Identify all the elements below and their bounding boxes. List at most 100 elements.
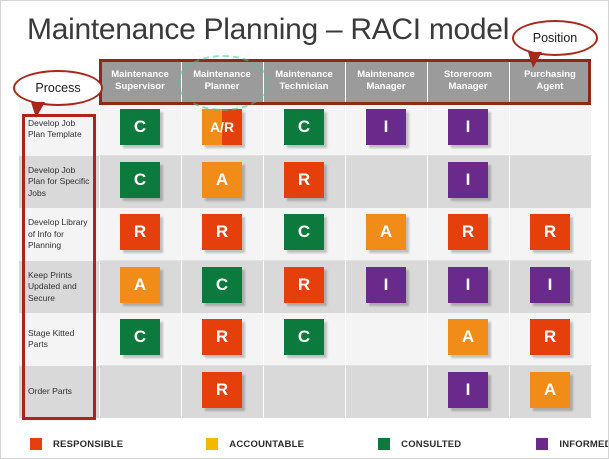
role-chip-r: R xyxy=(284,161,324,198)
raci-cell-r3-c3[interactable]: I xyxy=(344,260,428,313)
legend-swatch-accountable xyxy=(206,438,219,450)
raci-matrix: Maintenance Supervisor Maintenance Plann… xyxy=(19,59,592,427)
role-chip-label: I xyxy=(465,116,471,136)
raci-cell-r4-c2[interactable]: C xyxy=(262,313,346,366)
raci-cell-r2-c4[interactable]: R xyxy=(426,208,510,261)
raci-cell-r0-c4[interactable]: I xyxy=(426,103,510,156)
raci-cell-r5-c2[interactable] xyxy=(262,365,346,418)
raci-cell-r4-c1[interactable]: R xyxy=(180,313,264,366)
raci-cell-r4-c0[interactable]: C xyxy=(98,313,182,366)
raci-cell-r5-c4[interactable]: I xyxy=(426,365,510,418)
legend-label: RESPONSIBLE xyxy=(53,438,124,450)
role-chip-label: R xyxy=(215,379,229,399)
callout-position-label: Position xyxy=(532,31,578,45)
role-chip-c: C xyxy=(284,213,324,250)
raci-cell-r0-c2[interactable]: C xyxy=(262,103,346,156)
role-chip-label: R xyxy=(461,221,475,241)
raci-cell-r3-c0[interactable]: A xyxy=(98,260,182,313)
role-chip-label: A/R xyxy=(209,118,235,135)
raci-cell-r1-c1[interactable]: A xyxy=(180,155,264,208)
row-label-2[interactable]: Develop Library of Info for Planning xyxy=(19,208,99,261)
legend-label: ACCOUNTABLE xyxy=(229,438,305,450)
raci-cell-r3-c5[interactable]: I xyxy=(508,260,592,313)
raci-cell-r5-c1[interactable]: R xyxy=(180,365,264,418)
role-chip-i: I xyxy=(366,108,406,145)
callout-process-label: Process xyxy=(35,81,81,95)
role-chip-c: C xyxy=(202,266,242,303)
raci-cell-r5-c3[interactable] xyxy=(344,365,428,418)
raci-cell-r1-c4[interactable]: I xyxy=(426,155,510,208)
row-label-1[interactable]: Develop Job Plan for Specific Jobs xyxy=(19,155,99,208)
legend-label: INFORMED xyxy=(559,438,609,450)
role-chip-label: I xyxy=(465,379,471,399)
role-chip-label: C xyxy=(297,116,311,136)
role-chip-c: C xyxy=(120,161,160,198)
column-header-purchasing-agent[interactable]: Purchasing Agent xyxy=(508,59,592,103)
legend-item-responsible: RESPONSIBLE xyxy=(30,438,123,450)
raci-cell-r3-c4[interactable]: I xyxy=(426,260,510,313)
role-chip-label: A xyxy=(461,326,475,346)
page-title: Maintenance Planning – RACI model xyxy=(27,13,510,46)
row-label-3[interactable]: Keep Prints Updated and Secure xyxy=(19,260,99,313)
column-header-maintenance-planner[interactable]: Maintenance Planner xyxy=(180,59,264,103)
role-chip-c: C xyxy=(120,108,160,145)
raci-cell-r0-c0[interactable]: C xyxy=(98,103,182,156)
role-chip-label: C xyxy=(133,326,147,346)
raci-cell-r4-c3[interactable] xyxy=(344,313,428,366)
role-chip-label: R xyxy=(297,169,311,189)
raci-cell-r2-c5[interactable]: R xyxy=(508,208,592,261)
raci-cell-r2-c3[interactable]: A xyxy=(344,208,428,261)
raci-cell-r1-c3[interactable] xyxy=(344,155,428,208)
role-chip-a: A xyxy=(448,318,488,355)
raci-cell-r3-c2[interactable]: R xyxy=(262,260,346,313)
raci-cell-r5-c0[interactable] xyxy=(98,365,182,418)
role-chip-a: A xyxy=(366,213,406,250)
role-chip-label: I xyxy=(383,116,389,136)
role-chip-label: A xyxy=(133,274,147,294)
table-header: Maintenance Supervisor Maintenance Plann… xyxy=(19,59,592,103)
callout-process: Process xyxy=(13,70,103,118)
role-chip-label: C xyxy=(215,274,229,294)
raci-cell-r1-c0[interactable]: C xyxy=(98,155,182,208)
raci-cell-r5-c5[interactable]: A xyxy=(508,365,592,418)
column-header-maintenance-technician[interactable]: Maintenance Technician xyxy=(262,59,346,103)
column-header-maintenance-supervisor[interactable]: Maintenance Supervisor xyxy=(98,59,182,103)
role-chip-label: A xyxy=(215,169,229,189)
column-header-storeroom-manager[interactable]: Storeroom Manager xyxy=(426,59,510,103)
role-chip-label: R xyxy=(543,221,557,241)
raci-cell-r0-c5[interactable] xyxy=(508,103,592,156)
row-label-5[interactable]: Order Parts xyxy=(19,365,99,418)
raci-cell-r3-c1[interactable]: C xyxy=(180,260,264,313)
raci-cell-r1-c5[interactable] xyxy=(508,155,592,208)
raci-cell-r0-c1[interactable]: A/R xyxy=(180,103,264,156)
raci-cell-r0-c3[interactable]: I xyxy=(344,103,428,156)
raci-cell-r2-c2[interactable]: C xyxy=(262,208,346,261)
raci-cell-r2-c0[interactable]: R xyxy=(98,208,182,261)
role-chip-label: I xyxy=(465,274,471,294)
raci-cell-r4-c5[interactable]: R xyxy=(508,313,592,366)
column-header-maintenance-manager[interactable]: Maintenance Manager xyxy=(344,59,428,103)
legend-item-accountable: ACCOUNTABLE xyxy=(206,438,304,450)
row-label-4[interactable]: Stage Kitted Parts xyxy=(19,313,99,366)
raci-table: Maintenance Supervisor Maintenance Plann… xyxy=(19,59,592,418)
role-chip-i: I xyxy=(448,108,488,145)
role-chip-a: A xyxy=(120,266,160,303)
legend-swatch-informed xyxy=(536,438,549,450)
legend: RESPONSIBLE ACCOUNTABLE CONSULTED INFORMED xyxy=(1,432,609,456)
legend-label: CONSULTED xyxy=(401,438,462,450)
role-chip-c: C xyxy=(284,318,324,355)
role-chip-a: A xyxy=(530,371,570,408)
role-chip-label: C xyxy=(133,169,147,189)
legend-item-consulted: CONSULTED xyxy=(378,438,461,450)
raci-cell-r2-c1[interactable]: R xyxy=(180,208,264,261)
role-chip-label: R xyxy=(215,326,229,346)
role-chip-r: R xyxy=(120,213,160,250)
raci-cell-r4-c4[interactable]: A xyxy=(426,313,510,366)
legend-swatch-responsible xyxy=(30,438,42,450)
legend-swatch-consulted xyxy=(378,438,391,450)
role-chip-a: A xyxy=(202,161,242,198)
raci-cell-r1-c2[interactable]: R xyxy=(262,155,346,208)
role-chip-i: I xyxy=(530,266,570,303)
